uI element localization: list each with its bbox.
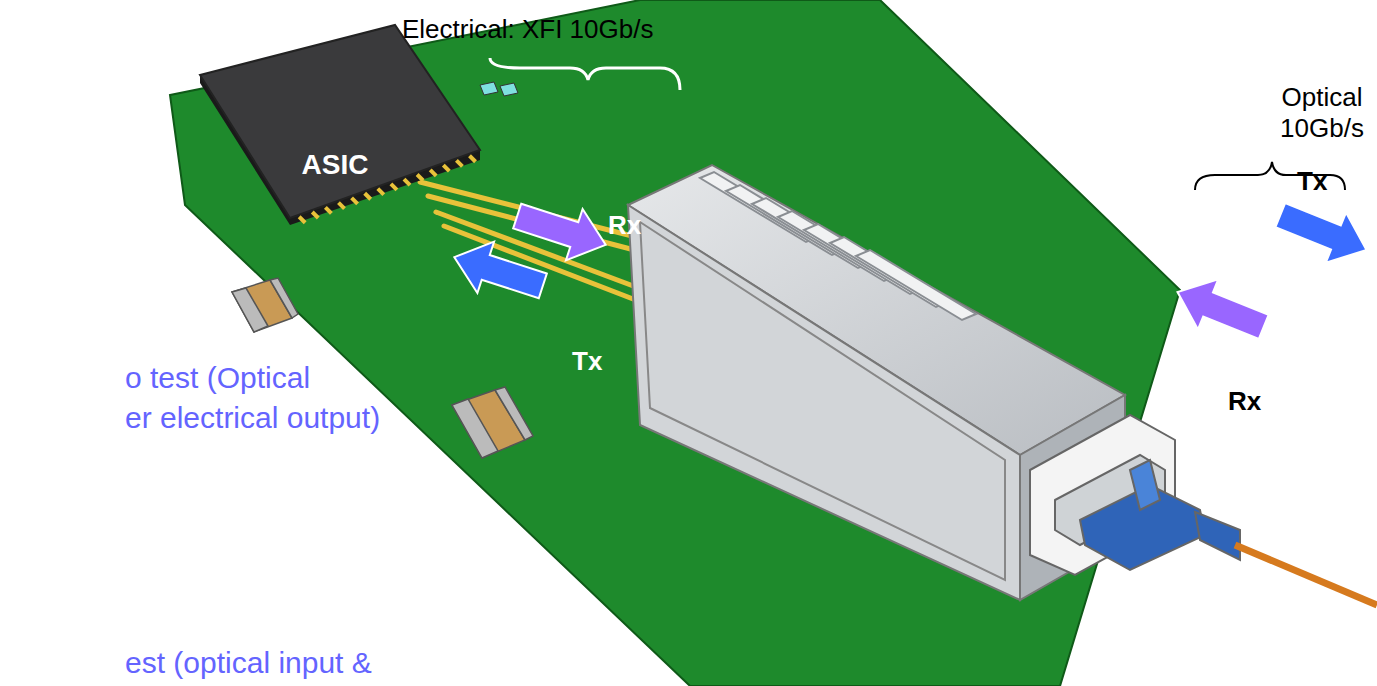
signal-label: Electrical: XFI 10Gb/s bbox=[402, 14, 653, 45]
fin bbox=[856, 250, 976, 320]
note-text: er electrical output) bbox=[125, 400, 380, 436]
optical-fiber bbox=[1235, 545, 1377, 605]
note-text: est (optical input & bbox=[125, 645, 372, 681]
bracket bbox=[490, 58, 680, 90]
pcb-board bbox=[170, 0, 1180, 686]
signal-label: Optical 10Gb/s bbox=[1272, 82, 1372, 144]
block-arrow bbox=[1167, 267, 1273, 352]
signal-label: Rx bbox=[608, 210, 641, 241]
block-arrow bbox=[446, 231, 551, 311]
asic-chip: ASIC bbox=[195, 20, 485, 225]
chip-label: ASIC bbox=[302, 149, 369, 181]
block-arrow bbox=[509, 190, 614, 270]
signal-label: Tx bbox=[1297, 166, 1327, 197]
chip-outline bbox=[195, 20, 485, 225]
fiber-connector bbox=[1030, 415, 1240, 575]
smd-parts bbox=[480, 82, 518, 96]
signal-label: Tx bbox=[572, 346, 602, 377]
block-arrow bbox=[1270, 190, 1376, 275]
note-text: o test (Optical bbox=[125, 360, 310, 396]
module-fins bbox=[700, 172, 976, 320]
signal-label: Rx bbox=[1228, 386, 1261, 417]
